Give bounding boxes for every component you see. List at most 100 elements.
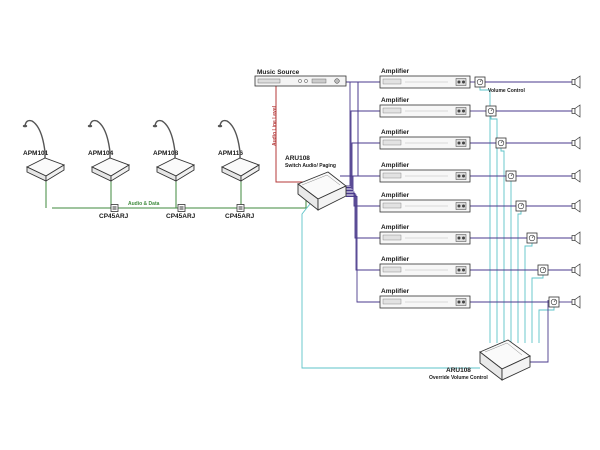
- amplifier-display: [382, 298, 402, 305]
- amplifier-knob: [457, 204, 461, 208]
- connector-port: [238, 206, 243, 210]
- speaker-magnet: [571, 108, 576, 114]
- mic-base-side: [110, 164, 130, 182]
- mic-base-side: [175, 164, 195, 182]
- speaker-5: [571, 199, 581, 213]
- amplifier-knob-panel: [455, 78, 467, 86]
- audio-data-label: Audio & Data: [128, 201, 160, 207]
- microphone-apm104: APM104: [87, 119, 131, 182]
- volume-controls: [474, 76, 560, 308]
- amplifier-knob-panel: [455, 266, 467, 274]
- amplifier-3: Amplifier: [379, 129, 471, 150]
- speaker-6: [571, 231, 581, 245]
- volume-dial: [497, 139, 505, 147]
- amplifier-knob: [462, 236, 465, 240]
- speaker-magnet: [571, 140, 576, 146]
- volume-dial: [539, 266, 547, 274]
- speaker-cone: [574, 263, 581, 277]
- paging-unit-subtitle: Switch Audio/ Paging: [285, 163, 336, 169]
- amplifier-knob: [462, 80, 465, 84]
- connector-cp45arj: CP45ARJ: [99, 204, 129, 220]
- speaker-magnet: [571, 173, 576, 179]
- amplifier-knob: [462, 268, 465, 272]
- speaker-7: [571, 263, 581, 277]
- mic-base-side: [240, 164, 260, 182]
- volume-pointer: [510, 173, 513, 177]
- amplifier-knob: [462, 300, 465, 304]
- connector-port: [179, 206, 184, 210]
- music-source-label: Music Source: [257, 69, 300, 76]
- amplifier-display: [382, 107, 402, 114]
- connector-label: CP45ARJ: [99, 213, 129, 220]
- amplifier-knob-panel: [455, 139, 467, 147]
- volume-control-2: [485, 105, 497, 117]
- volume-pointer: [531, 235, 534, 239]
- amplifier-feed-wire: [346, 193, 380, 239]
- amplifier-display: [382, 172, 402, 179]
- amplifier-stack: AmplifierAmplifierAmplifierAmplifierAmpl…: [379, 68, 471, 309]
- mic-capsule: [217, 124, 223, 128]
- override-wire: [524, 243, 533, 343]
- volume-control-3: [495, 137, 507, 149]
- amplifier-knob: [457, 300, 461, 304]
- volume-control-7: [537, 264, 549, 276]
- override-unit-console: [479, 339, 531, 381]
- volume-control-8: [548, 296, 560, 308]
- amplifier-7: Amplifier: [379, 256, 471, 277]
- volume-control-5: [515, 200, 527, 212]
- mic-capsule: [22, 124, 28, 128]
- speaker-cone: [574, 75, 581, 89]
- amplifier-label: Amplifier: [381, 68, 410, 75]
- speaker-3: [571, 136, 581, 150]
- volume-pointer: [520, 203, 523, 207]
- microphone-label: APM104: [88, 150, 114, 157]
- amplifier-feed-wire: [346, 142, 380, 190]
- amplifier-5: Amplifier: [379, 192, 471, 213]
- amplifier-knob: [462, 174, 465, 178]
- speaker-2: [571, 104, 581, 118]
- music-source: Music Source: [254, 69, 347, 87]
- amplifier-label: Amplifier: [381, 256, 410, 263]
- amplifier-label: Amplifier: [381, 129, 410, 136]
- amplifier-knob: [457, 174, 461, 178]
- line-level-label: Audio Line Level: [272, 105, 278, 146]
- speaker-cone: [574, 295, 581, 309]
- amplifier-knob-panel: [455, 107, 467, 115]
- speaker-cone: [574, 169, 581, 183]
- paging-unit: ARU108 Switch Audio/ Paging: [285, 155, 347, 211]
- amplifier-4: Amplifier: [379, 162, 471, 183]
- amplifier-1: Amplifier: [379, 68, 471, 89]
- speaker-cone: [574, 104, 581, 118]
- connector-label: CP45ARJ: [225, 213, 255, 220]
- override-wire: [479, 87, 491, 343]
- override-unit: ARU108 Override Volume Control: [429, 339, 531, 381]
- speaker-cone: [574, 199, 581, 213]
- amplifier-knob: [457, 236, 461, 240]
- override-wire: [500, 148, 505, 343]
- connector-port: [112, 206, 117, 210]
- connector-cp45arj: CP45ARJ: [225, 204, 255, 220]
- volume-dial: [517, 202, 525, 210]
- wiring: [45, 81, 572, 369]
- music-feed-wire: [340, 81, 359, 177]
- line-level-wire: [275, 86, 306, 183]
- speaker-cone: [574, 136, 581, 150]
- override-wire: [531, 275, 544, 343]
- volume-control-1: [474, 76, 486, 88]
- microphone-label: APM101: [23, 150, 49, 157]
- amplifier-feed-wire: [346, 81, 380, 187]
- speaker-8: [571, 295, 581, 309]
- volume-pointer: [500, 140, 503, 144]
- amplifier-display: [382, 266, 402, 273]
- speaker-magnet: [571, 299, 576, 305]
- amplifier-label: Amplifier: [381, 288, 410, 295]
- volume-control-4: [505, 170, 517, 182]
- amplifier-knob: [462, 141, 465, 145]
- volume-dial: [476, 78, 484, 86]
- amplifier-feed-wire: [346, 196, 380, 303]
- microphone-label: APM108: [153, 150, 179, 157]
- volume-pointer: [542, 267, 545, 271]
- gooseneck: [219, 119, 241, 160]
